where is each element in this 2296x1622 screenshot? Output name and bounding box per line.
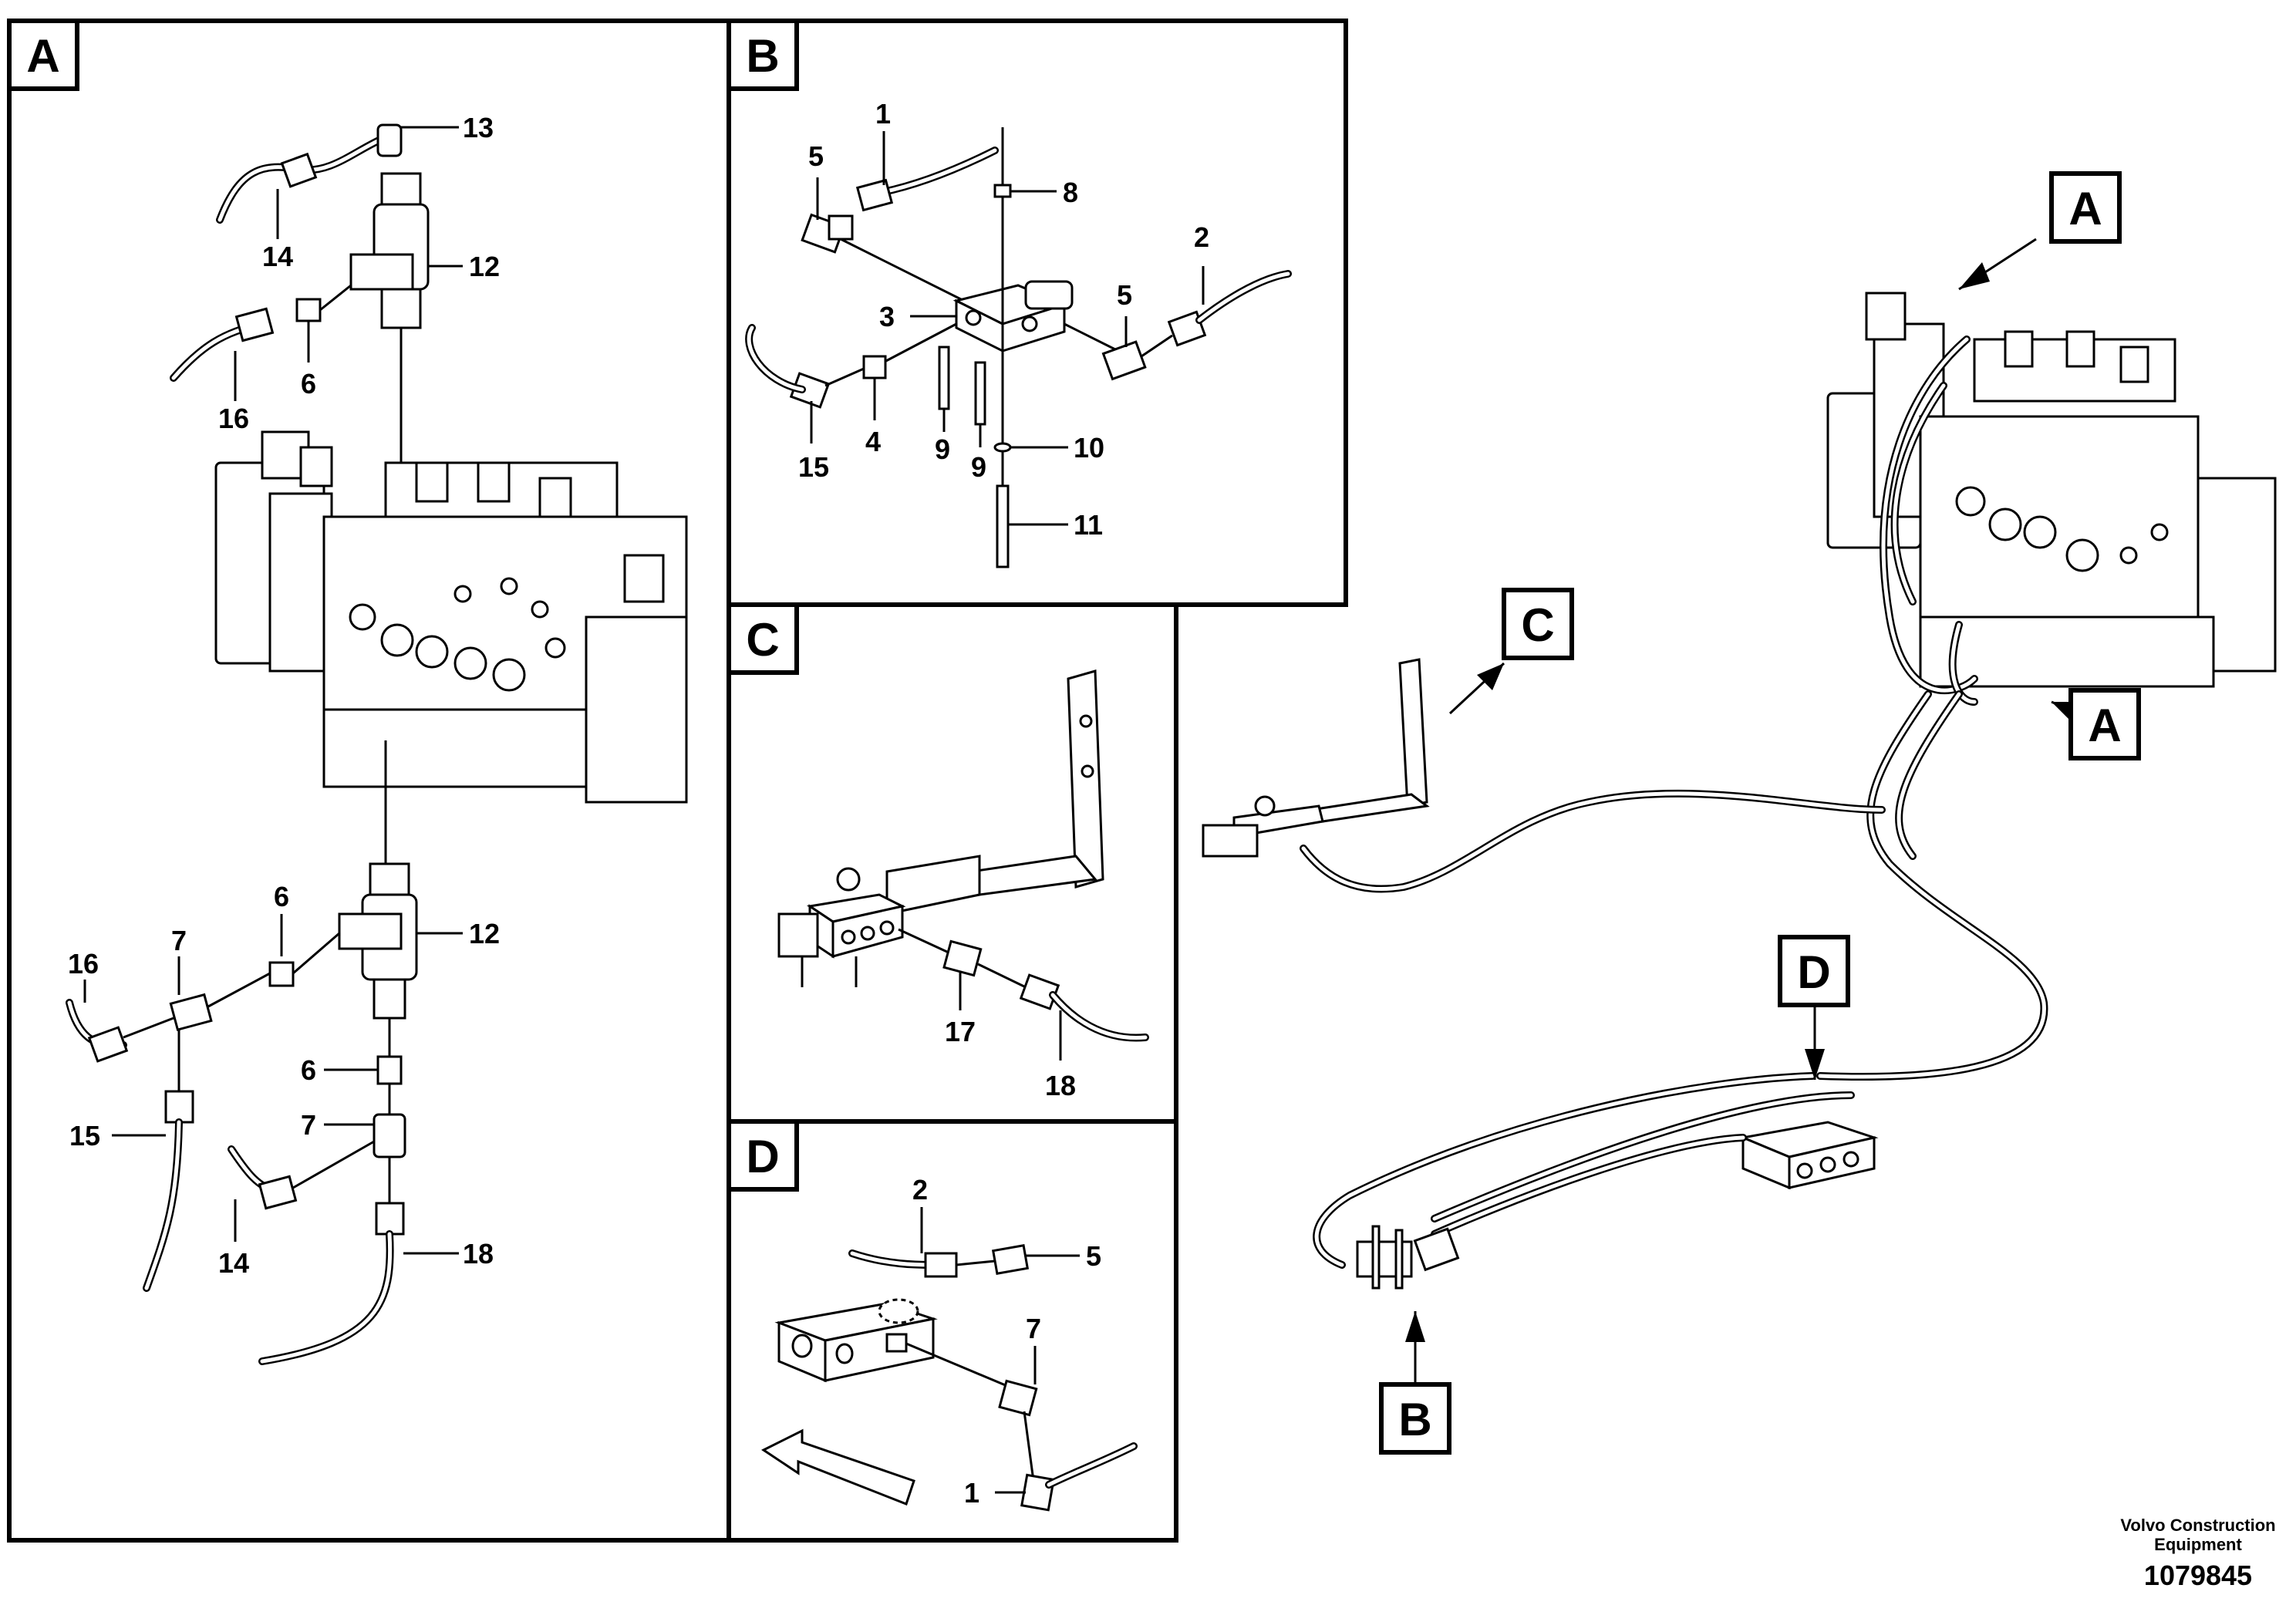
panel-b-tag: B: [727, 19, 799, 91]
callout-a-12-top: 12: [469, 251, 500, 282]
callout-b-2: 2: [1194, 221, 1209, 253]
drawing-number: 1079845: [2144, 1560, 2252, 1591]
callout-a-7-bottom: 7: [301, 1109, 316, 1141]
svg-text:C: C: [1521, 599, 1554, 651]
overview-drawing: [1202, 292, 2277, 1290]
callout-a-16-top: 16: [218, 403, 249, 434]
callout-a-14-top: 14: [262, 241, 293, 272]
svg-text:A: A: [26, 30, 59, 82]
callout-a-13: 13: [463, 112, 494, 143]
overview-tag-b: B: [1379, 1311, 1451, 1455]
overview-control-valve: [1826, 292, 2277, 688]
callout-b-10: 10: [1074, 432, 1104, 464]
svg-text:A: A: [2068, 183, 2102, 234]
callout-b-15: 15: [798, 451, 829, 483]
panel-c-tag: C: [727, 602, 799, 675]
panel-d-frame: [727, 1119, 1178, 1543]
svg-text:B: B: [1398, 1394, 1431, 1445]
callout-a-6-top: 6: [301, 368, 316, 400]
panel-d-drawing: [761, 1244, 1138, 1512]
overview-bracket: [1202, 658, 1430, 858]
callout-d-1: 1: [964, 1477, 979, 1509]
callout-c-18: 18: [1045, 1070, 1076, 1101]
callout-b-11: 11: [1074, 509, 1103, 541]
panel-d-callouts: 2 5 7 1: [912, 1174, 1101, 1509]
overview-manifold-small: [1356, 1225, 1460, 1290]
callout-a-14-bottom: 14: [218, 1247, 249, 1279]
callout-b-8: 8: [1063, 177, 1078, 208]
svg-text:C: C: [746, 614, 779, 666]
credit-line-2: Equipment: [2154, 1535, 2242, 1554]
callout-d-5: 5: [1086, 1240, 1101, 1272]
svg-text:D: D: [1797, 946, 1830, 998]
panel-c-drawing: [777, 669, 1149, 1042]
callout-a-18: 18: [463, 1238, 494, 1270]
control-valve-block: [214, 430, 688, 804]
publisher-credit: Volvo Construction Equipment 1079845: [2120, 1516, 2275, 1591]
overview-tag-c: C: [1448, 588, 1574, 715]
callout-a-12-bottom: 12: [469, 918, 500, 949]
callout-b-9-right: 9: [971, 451, 986, 483]
callout-b-5-left: 5: [808, 140, 824, 172]
overview-tag-d: D: [1778, 935, 1850, 1080]
panel-a-tag: A: [7, 19, 79, 91]
callout-b-4: 4: [865, 426, 881, 457]
callout-c-17: 17: [945, 1016, 976, 1047]
panel-a-drawing: [66, 123, 688, 1365]
panel-d-tag: D: [727, 1119, 799, 1192]
panel-b-manifold-block: [952, 280, 1074, 353]
callout-d-7: 7: [1026, 1313, 1041, 1344]
panel-a-callouts: 13 12 14 16 6 6 12 16 7 15 6 7 14 18: [68, 112, 500, 1279]
panel-c-callouts: 17 18: [945, 972, 1076, 1101]
overview-tag-a-bottom: A: [2051, 688, 2141, 760]
svg-text:B: B: [746, 30, 779, 82]
callout-a-16-bottom: 16: [68, 948, 99, 980]
callout-a-6-mid: 6: [274, 881, 289, 912]
callout-a-15: 15: [69, 1120, 100, 1152]
credit-line-1: Volvo Construction: [2120, 1516, 2275, 1535]
callout-b-1: 1: [875, 98, 891, 130]
callout-b-3: 3: [879, 301, 895, 332]
callout-a-6-bottom: 6: [301, 1054, 316, 1086]
callout-d-2: 2: [912, 1174, 928, 1206]
overview-distribution-block: [1738, 1121, 1879, 1190]
svg-text:A: A: [2088, 700, 2121, 751]
callout-b-9-left: 9: [935, 433, 950, 465]
overview-tag-a-top: A: [1958, 171, 2122, 291]
callout-b-5-right: 5: [1117, 279, 1132, 311]
callout-a-7-left: 7: [171, 925, 187, 956]
svg-text:D: D: [746, 1131, 779, 1182]
panel-b-drawing: [745, 127, 1292, 568]
panel-b-callouts: 1 5 8 2 3 5 10 9 9 15 4 11: [798, 98, 1209, 541]
